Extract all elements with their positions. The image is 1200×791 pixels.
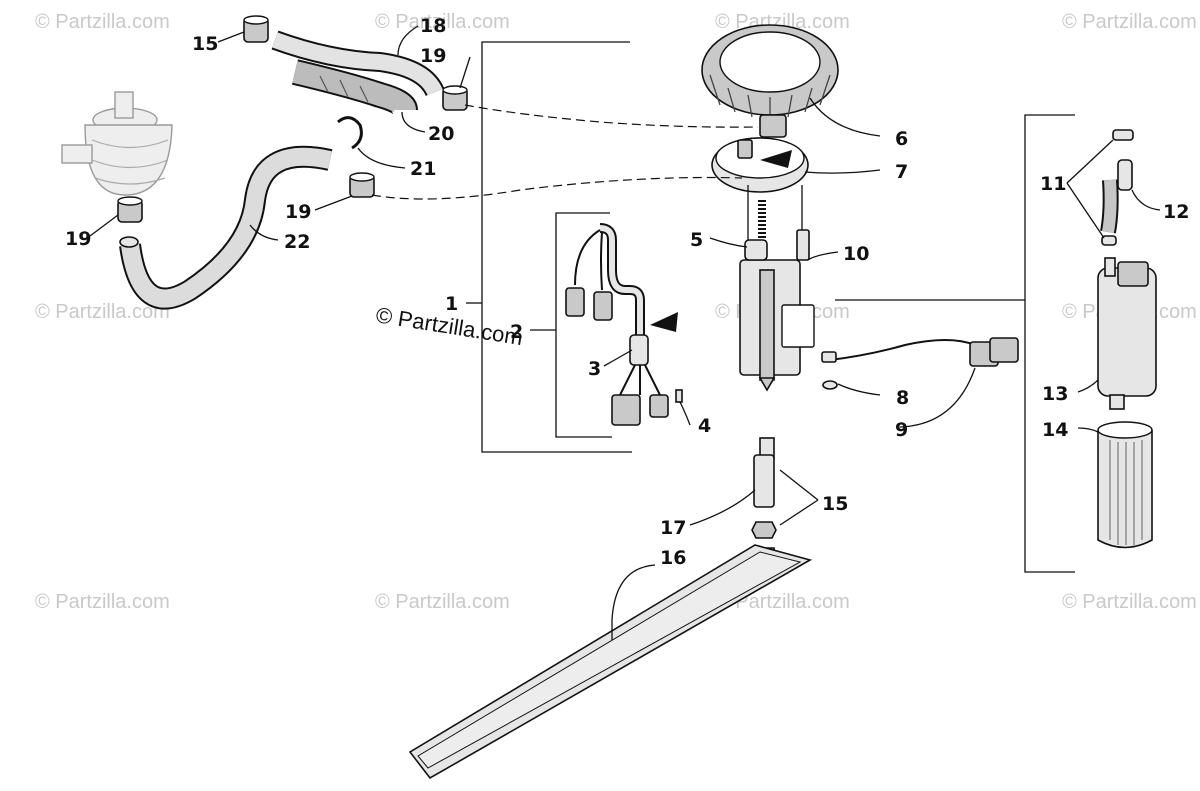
pump-module-body [739,185,815,392]
callout-15: 15 [822,493,848,515]
watermark: © Partzilla.com [715,591,850,613]
clamp-15-top [243,15,269,43]
routing-line-lower [371,176,743,200]
callout-16: 16 [660,547,686,569]
callout-10: 10 [843,243,869,265]
callout-9: 9 [895,419,908,441]
callout-3: 3 [588,358,601,380]
clamp-19-mid [349,172,375,198]
assembly-bracket-2 [530,212,612,438]
watermark: © Partzilla.com [375,591,510,613]
fuel-pump-13 [1097,257,1157,410]
callout-19: 19 [285,201,311,223]
watermark: © Partzilla.com [1062,591,1197,613]
callout-numbers: 15 18 19 20 21 19 19 22 1 2 3 4 5 6 7 8 … [65,15,1189,569]
fuel-hose-22 [119,145,333,310]
watermark: © Partzilla.com [375,11,510,33]
strainer-14 [1097,421,1153,549]
callout-19: 19 [420,45,446,67]
callout-8: 8 [896,387,909,409]
clamp-19-top [442,85,468,111]
hose-12 [1100,129,1134,234]
callout-11: 11 [1040,173,1066,195]
fuel-hose-18 [271,30,445,97]
level-sender-arm-16 [408,544,813,780]
callout-21: 21 [410,158,436,180]
callout-13: 13 [1042,383,1068,405]
watermark: © Partzilla.com [35,11,170,33]
watermark: © Partzilla.com [1062,11,1197,33]
assembly-bracket-1 [466,41,632,453]
lock-ring-6 [701,24,839,118]
callout-20: 20 [428,123,454,145]
clip-11 [1101,235,1117,246]
callout-5: 5 [690,229,703,251]
callout-4: 4 [698,415,711,437]
pump-flange-7 [711,114,809,193]
callout-14: 14 [1042,419,1068,441]
callout-15: 15 [192,33,218,55]
callout-2: 2 [510,321,523,343]
callout-7: 7 [895,161,908,183]
watermark-layer: © Partzilla.com © Partzilla.com © Partzi… [35,11,1197,613]
leader-lines [89,25,1161,640]
callout-18: 18 [420,15,446,37]
clamp-19-left [117,196,143,223]
callout-17: 17 [660,517,686,539]
watermark: © Partzilla.com [35,301,170,323]
callout-19: 19 [65,228,91,250]
callout-12: 12 [1163,201,1189,223]
routing-line-upper [464,104,759,128]
hose-clip-21 [337,116,363,150]
wire-harness-2 [565,223,683,426]
callout-1: 1 [445,293,458,315]
fuel-filter-ghost [61,91,173,196]
watermark: © Partzilla.com [35,591,170,613]
assembly-bracket-13 [835,114,1075,573]
sensor-lead-9 [821,337,1019,390]
callout-6: 6 [895,128,908,150]
callout-22: 22 [284,231,310,253]
fuel-hose-20 [292,59,418,116]
